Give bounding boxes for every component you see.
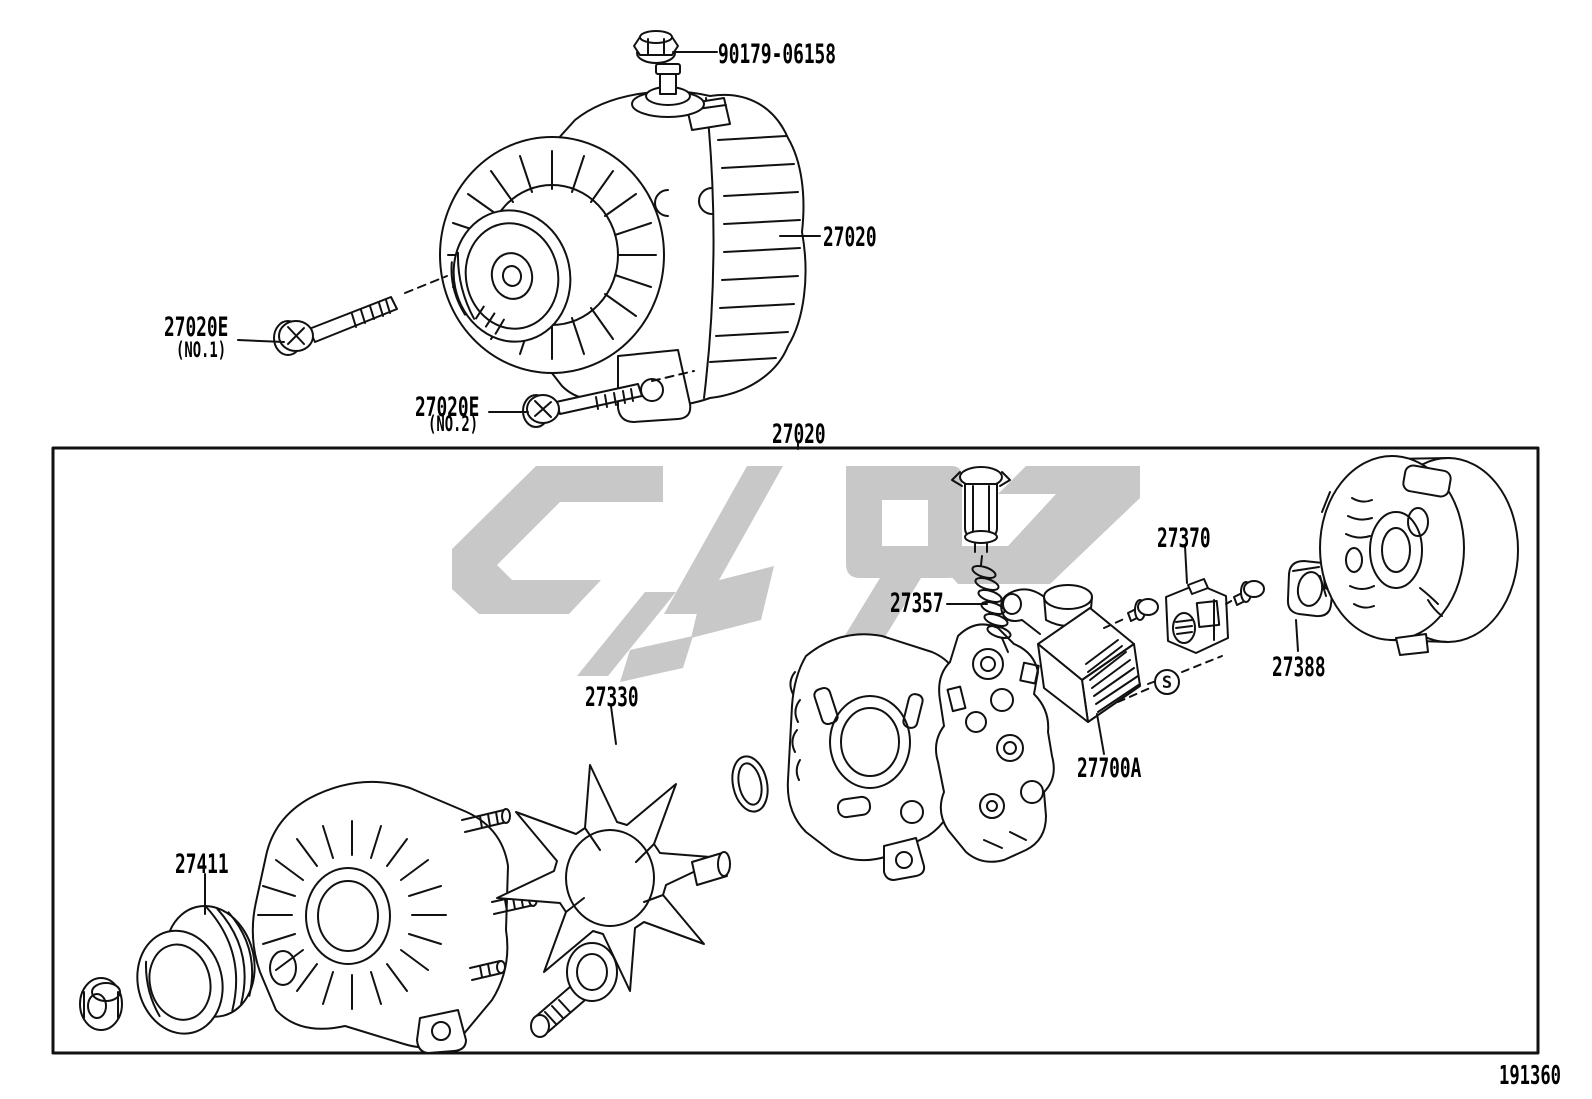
watermark-logo xyxy=(452,466,1140,682)
brush-spring-drawing xyxy=(951,466,1012,653)
part-label-terminal-insulator: 27357 xyxy=(890,588,944,619)
screw-drawing-right xyxy=(1225,580,1265,606)
part-label-brush-holder: 27370 xyxy=(1157,523,1211,554)
rotor-drawing xyxy=(496,764,731,1038)
rectifier-drawing xyxy=(935,623,1055,863)
part-label-nut: 90179-06158 xyxy=(718,39,837,70)
leader-lines xyxy=(204,51,1299,915)
part-label-bolt-no1-note: (NO.1) xyxy=(176,338,227,362)
screw-drawing-left xyxy=(1103,598,1159,629)
o-ring-drawing xyxy=(731,755,769,813)
top-nut-drawing xyxy=(633,30,679,64)
part-label-bolt-no1: 27020E xyxy=(164,312,229,343)
part-label-pulley: 27411 xyxy=(175,849,229,880)
part-label-alternator: 27020 xyxy=(823,222,877,253)
rear-bracket-drawing xyxy=(786,633,963,881)
mount-bolt-no2-drawing xyxy=(522,370,695,428)
pulley-nut-drawing xyxy=(79,977,123,1031)
regulator-drawing xyxy=(1000,584,1141,723)
part-label-alternator-box: 27020 xyxy=(772,419,826,450)
part-label-bolt-no2: 27020E xyxy=(415,392,480,423)
part-label-rotor: 27330 xyxy=(585,682,639,713)
pulley-drawing xyxy=(136,904,256,1035)
rear-end-cover-drawing xyxy=(1319,455,1519,656)
alternator-assembly-drawing xyxy=(439,63,807,423)
part-label-bolt-no2-note: (NO.2) xyxy=(428,412,479,436)
diagram-border-box xyxy=(51,446,1540,1055)
front-bracket-drawing xyxy=(251,780,538,1054)
figure-number: 191360 xyxy=(1499,1061,1561,1091)
mount-bolt-no1-drawing xyxy=(273,275,448,356)
part-label-regulator: 27700A xyxy=(1077,753,1142,784)
screw-marker: S xyxy=(1154,669,1180,695)
part-label-bearing-cover: 27388 xyxy=(1272,652,1326,683)
brush-holder-drawing xyxy=(1165,578,1229,654)
